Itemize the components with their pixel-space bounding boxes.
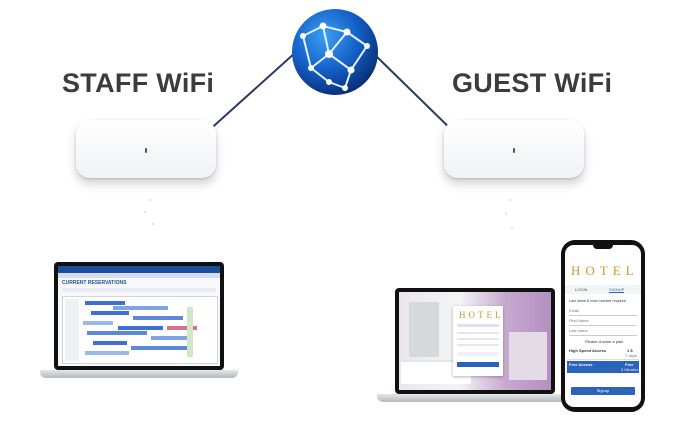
phone-tabs: LOGIN SIGNUP bbox=[565, 285, 641, 294]
staff-signal-dots bbox=[143, 198, 155, 226]
guest-wifi-label: GUEST WiFi bbox=[452, 68, 613, 98]
phone-screen: HOTEL LOGIN SIGNUP Last name & room numb… bbox=[565, 245, 641, 407]
signup-button[interactable]: Signup bbox=[571, 387, 635, 395]
staff-wifi-label: STAFF WiFi bbox=[62, 68, 215, 98]
plan-price: Free bbox=[625, 362, 634, 367]
reservation-grid bbox=[62, 296, 218, 364]
furniture-shape bbox=[509, 332, 547, 380]
guest-link-line bbox=[371, 51, 461, 139]
guest-signal-dots bbox=[504, 198, 514, 230]
staff-laptop-base bbox=[40, 370, 238, 378]
plan-name: Free Access bbox=[569, 362, 593, 367]
window-shape bbox=[409, 302, 439, 357]
app-menu-bar bbox=[58, 266, 220, 273]
guest-phone: HOTEL LOGIN SIGNUP Last name & room numb… bbox=[561, 240, 645, 412]
hotel-room-photo: HOTEL bbox=[399, 292, 551, 390]
plan-price: 1 $ bbox=[627, 348, 633, 353]
reservations-title: CURRENT RESERVATIONS bbox=[62, 280, 127, 286]
portal-submit-button[interactable] bbox=[457, 362, 499, 367]
app-toolbar bbox=[58, 273, 220, 278]
status-led-icon bbox=[145, 148, 147, 153]
plan-duration: 7 days bbox=[625, 353, 637, 358]
email-field[interactable]: Email bbox=[569, 308, 637, 316]
plan-prompt: Please choose a plan bbox=[585, 339, 624, 344]
guest-portal-card: HOTEL bbox=[453, 306, 503, 376]
plan-name: High Speed Access bbox=[569, 348, 606, 353]
tab-login[interactable]: LOGIN bbox=[575, 287, 588, 292]
status-led-icon bbox=[513, 148, 515, 153]
plan-option-high-speed[interactable]: High Speed Access 1 $ 7 days bbox=[567, 347, 639, 360]
signup-prompt: Last name & room number required bbox=[569, 299, 626, 303]
guest-laptop: HOTEL bbox=[377, 288, 573, 406]
filter-row bbox=[62, 288, 216, 292]
room-column bbox=[65, 299, 79, 361]
staff-link-line bbox=[205, 51, 297, 134]
plan-duration: 3 Minutes bbox=[621, 367, 639, 372]
guest-access-point bbox=[444, 120, 584, 178]
plan-option-free[interactable]: Free Access Free 3 Minutes bbox=[567, 361, 639, 373]
reservation-app: CURRENT RESERVATIONS bbox=[58, 266, 220, 366]
last-name-field[interactable]: Last name bbox=[569, 328, 637, 336]
staff-laptop: CURRENT RESERVATIONS bbox=[40, 262, 238, 382]
globe-network-icon bbox=[292, 9, 378, 95]
guest-laptop-screen: HOTEL bbox=[395, 288, 555, 394]
hotel-logo: HOTEL bbox=[459, 310, 504, 320]
staff-access-point bbox=[76, 120, 216, 178]
tab-signup[interactable]: SIGNUP bbox=[609, 287, 625, 293]
guest-laptop-base bbox=[377, 394, 573, 402]
first-name-field[interactable]: First Name bbox=[569, 318, 637, 326]
phone-hotel-logo: HOTEL bbox=[571, 263, 639, 278]
phone-notch bbox=[593, 245, 613, 249]
staff-laptop-screen: CURRENT RESERVATIONS bbox=[54, 262, 224, 370]
